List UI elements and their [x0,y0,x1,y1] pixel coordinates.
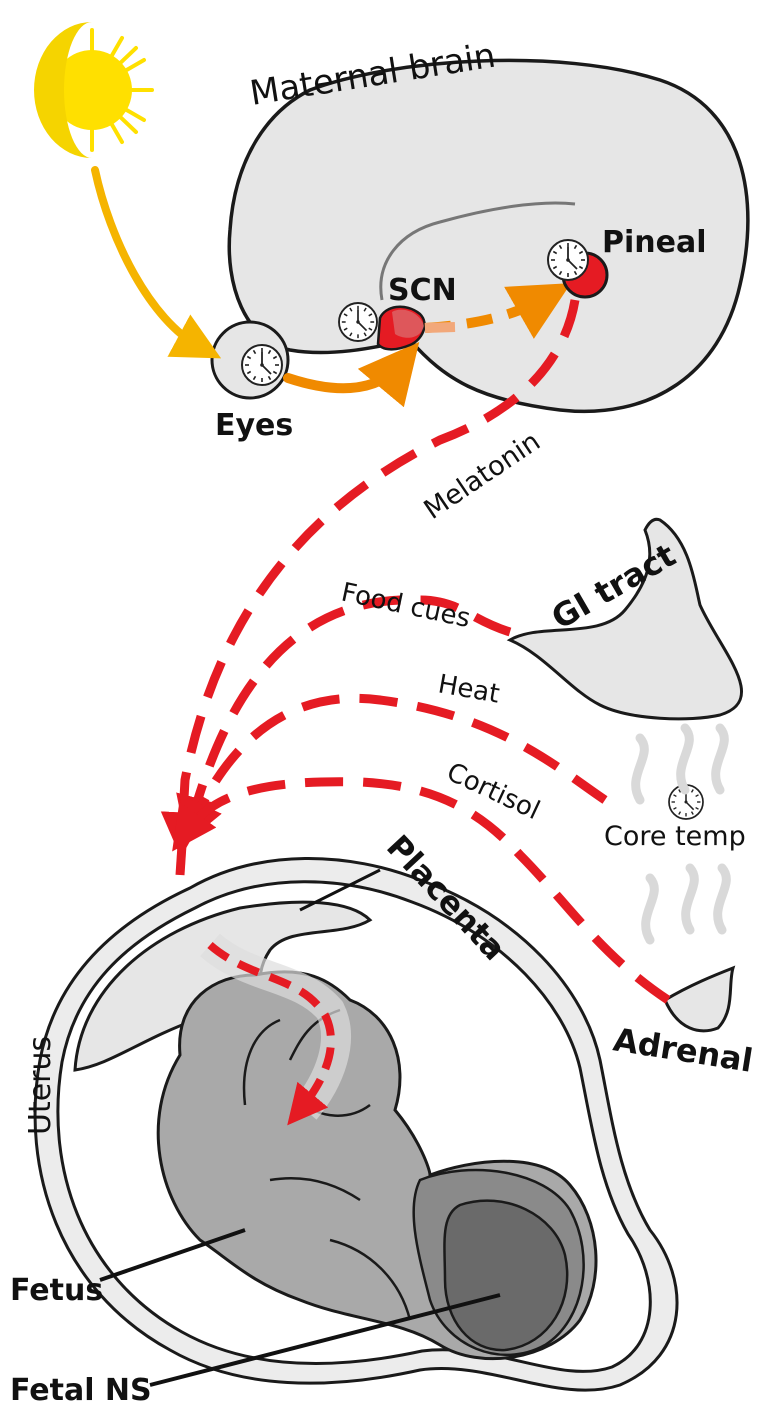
clock-icon [242,345,282,385]
heat-label: Heat [436,669,502,709]
sun-moon-icon [34,22,152,158]
eye-to-scn-arrow [288,365,400,388]
adrenal-label: Adrenal [611,1020,756,1080]
fetal-ns-label: Fetal NS [10,1373,152,1408]
adrenal-gland [665,968,733,1031]
pineal-label: Pineal [602,225,707,260]
gi-tract [510,519,742,719]
food-cues-label: Food cues [339,578,473,635]
core-temp-label: Core temp [604,821,746,852]
fetus-label: Fetus [10,1273,103,1308]
light-to-eye-arrow [95,170,200,347]
uterus-label: Uterus [23,1036,58,1135]
eyes-label: Eyes [215,408,293,443]
clock-icon [548,240,588,280]
heat-pathway [192,698,605,825]
clock-icon [339,303,377,341]
scn-label: SCN [388,273,457,308]
cortisol-label: Cortisol [442,757,544,826]
